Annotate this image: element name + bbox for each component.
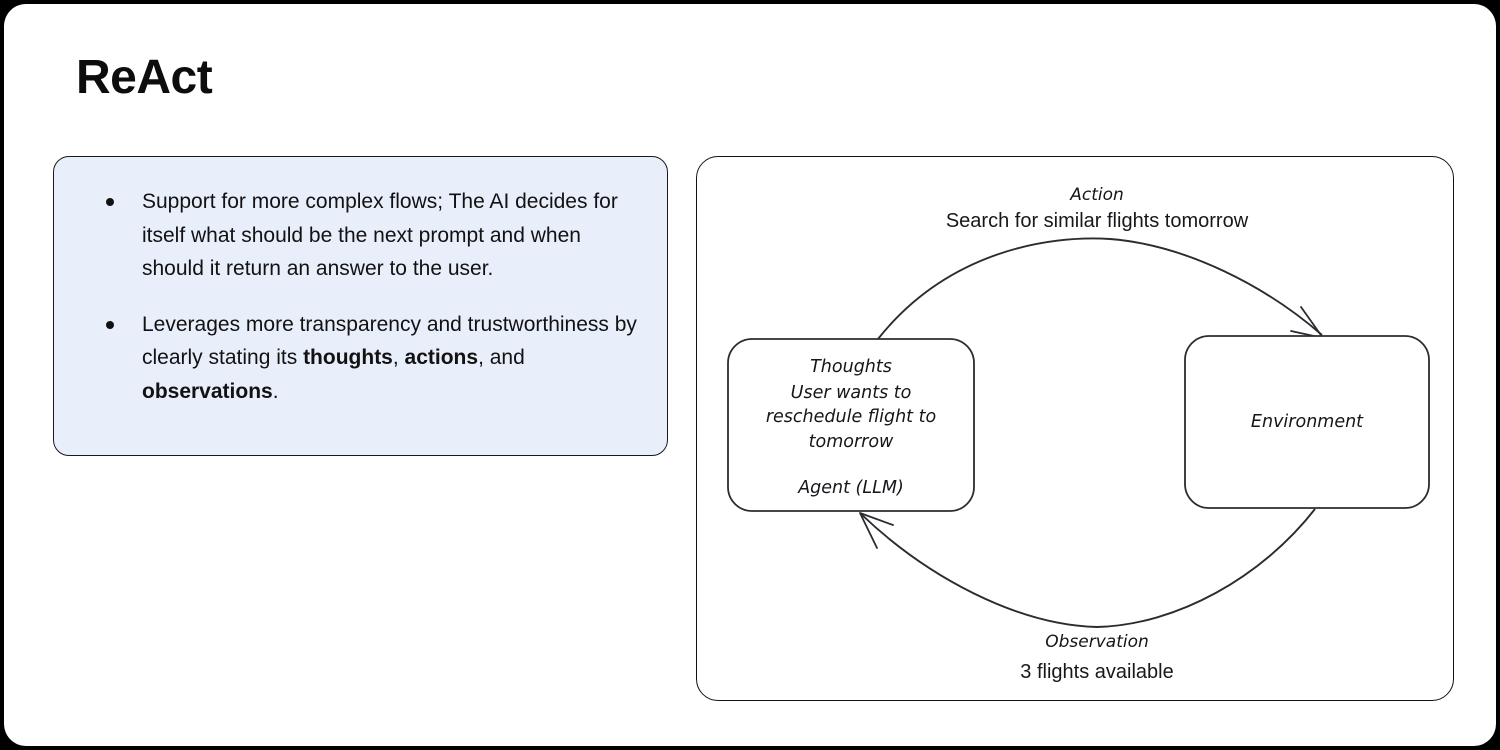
observation-detail: 3 flights available	[1020, 661, 1173, 683]
bullet-list: Support for more complex flows; The AI d…	[54, 157, 667, 408]
environment-label: Environment	[1251, 412, 1364, 432]
diagram-canvas: Action Search for similar flights tomorr…	[727, 185, 1430, 683]
slide-canvas: ReAct Support for more complex flows; Th…	[4, 4, 1496, 746]
list-item: Leverages more transparency and trustwor…	[80, 308, 641, 409]
emphasis-thoughts: thoughts	[303, 346, 393, 369]
action-label: Action	[1069, 185, 1124, 205]
observation-arc	[860, 508, 1316, 628]
environment-node[interactable]	[1184, 335, 1430, 509]
page-title: ReAct	[76, 51, 213, 104]
observation-arrowhead-icon	[859, 512, 894, 549]
bullet-dot-icon	[106, 320, 114, 329]
action-detail: Search for similar flights tomorrow	[946, 210, 1249, 232]
key-points-callout: Support for more complex flows; The AI d…	[53, 156, 668, 456]
observation-label: Observation	[1045, 632, 1149, 652]
bullet-text-lead: Leverages more transparency and trustwor…	[142, 312, 637, 370]
agent-caption: Agent (LLM)	[797, 478, 904, 498]
bullet-text: Support for more complex flows; The AI d…	[142, 190, 618, 280]
agent-line-3: tomorrow	[809, 432, 894, 452]
agent-line-2: reschedule flight to	[766, 407, 936, 427]
action-arc	[877, 237, 1323, 340]
agent-node[interactable]	[727, 338, 975, 512]
separator-2: , and	[478, 346, 525, 369]
bullet-dot-icon	[106, 198, 114, 206]
separator-1: ,	[392, 346, 405, 369]
agent-line-1: User wants to	[791, 383, 912, 403]
list-item: Support for more complex flows; The AI d…	[80, 185, 641, 286]
emphasis-actions: actions	[404, 346, 479, 369]
react-loop-diagram: Action Search for similar flights tomorr…	[696, 156, 1454, 701]
agent-heading: Thoughts	[810, 357, 892, 377]
emphasis-observations: observations	[142, 379, 273, 403]
bullet-text-tail: .	[272, 379, 279, 403]
